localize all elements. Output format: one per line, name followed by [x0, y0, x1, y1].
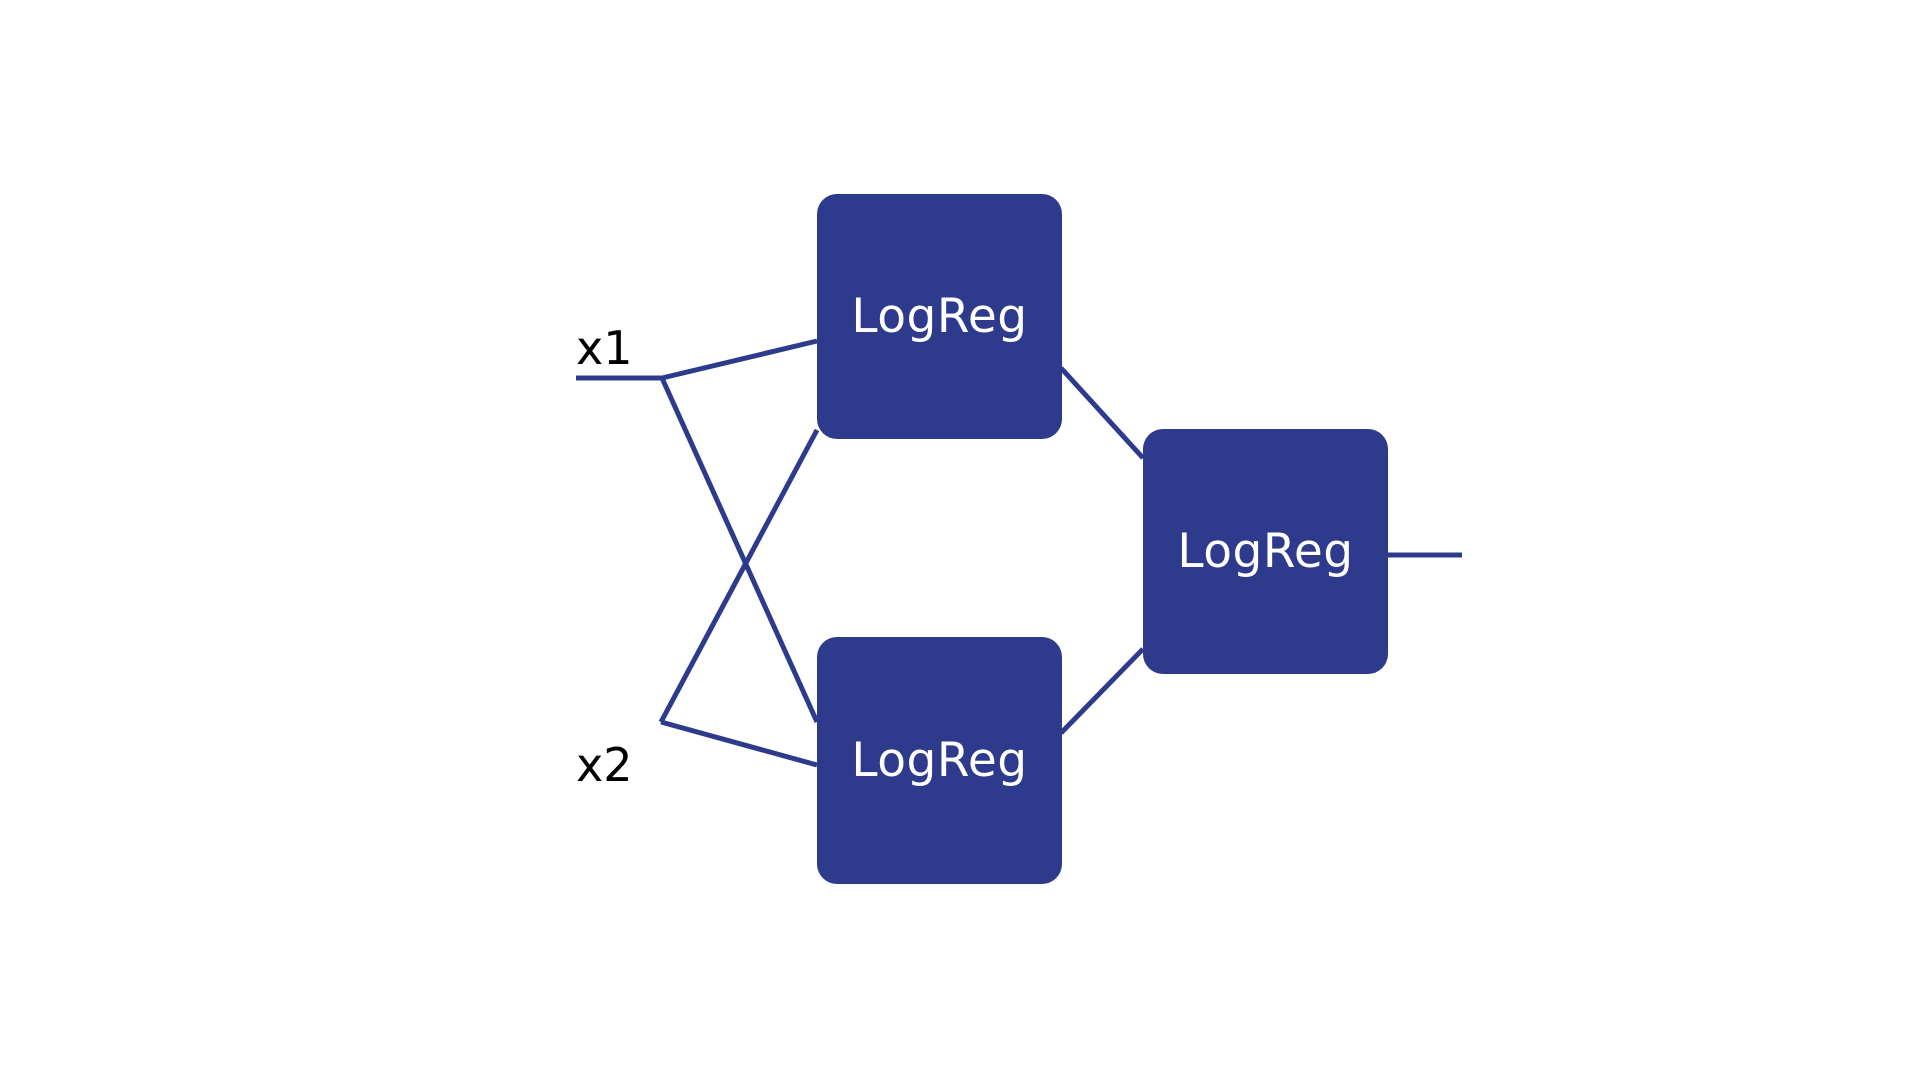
edge-lr-top-to-right	[1059, 366, 1145, 460]
edge-x2-to-lr-bottom	[660, 719, 818, 768]
node-logreg-right[interactable]: LogReg	[1143, 429, 1388, 674]
edge-x1-to-lr-top	[661, 338, 818, 381]
edge-x1-to-lr-bottom	[659, 376, 820, 724]
node-logreg-bottom[interactable]: LogReg	[817, 637, 1062, 884]
node-label: LogReg	[1177, 524, 1354, 579]
node-label: LogReg	[851, 289, 1028, 344]
input-label-x1: x1	[576, 321, 633, 375]
edge-lr-bottom-to-right	[1059, 647, 1145, 735]
edge-x2-to-lr-top	[658, 428, 820, 724]
node-label: LogReg	[851, 733, 1028, 788]
input-label-x2: x2	[576, 738, 633, 792]
node-logreg-top[interactable]: LogReg	[817, 194, 1062, 439]
